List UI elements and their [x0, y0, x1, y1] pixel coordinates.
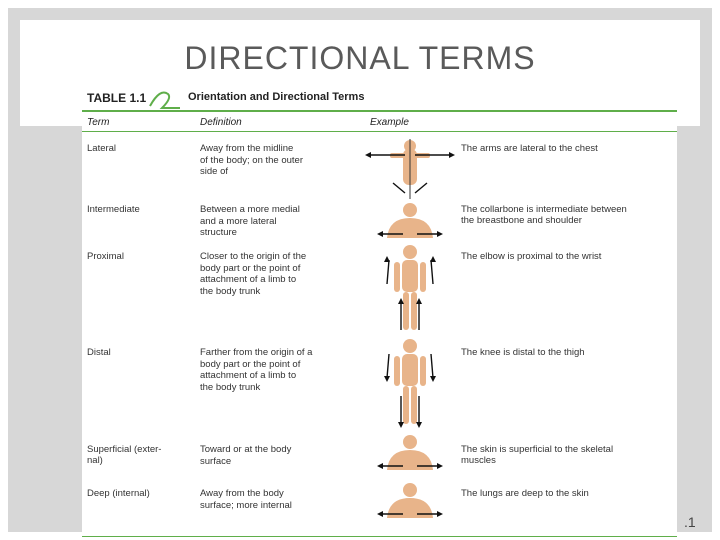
- slide-title: DIRECTIONAL TERMS: [184, 40, 536, 76]
- row-term: Deep (internal): [87, 488, 150, 499]
- slide-number: .1: [684, 514, 696, 530]
- example-body-figure: [365, 139, 455, 204]
- definition-line: Closer to the origin of the: [200, 251, 307, 262]
- example-line: The collarbone is intermediate between: [461, 204, 627, 215]
- row-term: Proximal: [87, 251, 124, 262]
- table-label: TABLE 1.1: [87, 91, 147, 105]
- column-header-definition: Definition: [200, 117, 242, 128]
- column-header-example: Example: [370, 117, 409, 128]
- header-rule: [82, 110, 677, 112]
- example-line: The lungs are deep to the skin: [461, 488, 589, 499]
- column-header-term: Term: [87, 117, 110, 128]
- example-line: The arms are lateral to the chest: [461, 143, 598, 154]
- table-header: TABLE 1.1 Orientation and Directional Te…: [82, 84, 677, 112]
- example-line: muscles: [461, 455, 496, 466]
- example-body-figure: [365, 202, 455, 247]
- definition-line: and a more lateral: [200, 215, 277, 227]
- definition-line: Toward or at the body: [200, 444, 292, 455]
- directional-terms-table: TABLE 1.1 Orientation and Directional Te…: [82, 84, 677, 540]
- definition-line: attachment of a limb to: [200, 370, 297, 381]
- definition-line: structure: [200, 227, 237, 238]
- row-term: Distal: [87, 347, 111, 358]
- row-term: Lateral: [87, 143, 117, 154]
- definition-line: surface: [200, 455, 232, 467]
- bottom-rule: [82, 536, 677, 537]
- definition-line: the body trunk: [200, 381, 261, 393]
- definition-line: side of: [200, 166, 228, 177]
- definition-line: the body trunk: [200, 285, 261, 297]
- example-line: The elbow is proximal to the wrist: [461, 251, 602, 262]
- definition-line: body part or the point of: [200, 358, 301, 370]
- example-body-figure: [365, 336, 455, 433]
- definition-line: Between a more medial: [200, 204, 300, 215]
- definition-line: attachment of a limb to: [200, 274, 297, 285]
- table-title: Orientation and Directional Terms: [188, 91, 365, 103]
- row-example: The elbow is proximal to the wrist: [461, 251, 661, 262]
- row-example: The lungs are deep to the skin: [461, 488, 661, 499]
- example-line: the breastbone and shoulder: [461, 215, 582, 226]
- definition-line: surface; more internal: [200, 499, 292, 511]
- example-body-figure: [365, 242, 455, 339]
- example-body-figure: [365, 434, 455, 479]
- columns-rule: [82, 131, 677, 132]
- row-term: Intermediate: [87, 204, 140, 215]
- definition-line: Away from the midline: [200, 143, 294, 154]
- row-term: Superficial (exter- nal): [87, 444, 162, 466]
- definition-line: Away from the body: [200, 488, 284, 499]
- definition-line: body part or the point of: [200, 262, 301, 274]
- example-line: The knee is distal to the thigh: [461, 347, 585, 358]
- example-body-figure: [365, 482, 455, 527]
- table-number-flourish: [149, 91, 180, 109]
- row-example: The knee is distal to the thigh: [461, 347, 661, 358]
- definition-line: Farther from the origin of a: [200, 347, 313, 358]
- row-example: The arms are lateral to the chest: [461, 143, 661, 154]
- example-line: The skin is superficial to the skeletal: [461, 444, 614, 455]
- definition-line: of the body; on the outer: [200, 154, 303, 166]
